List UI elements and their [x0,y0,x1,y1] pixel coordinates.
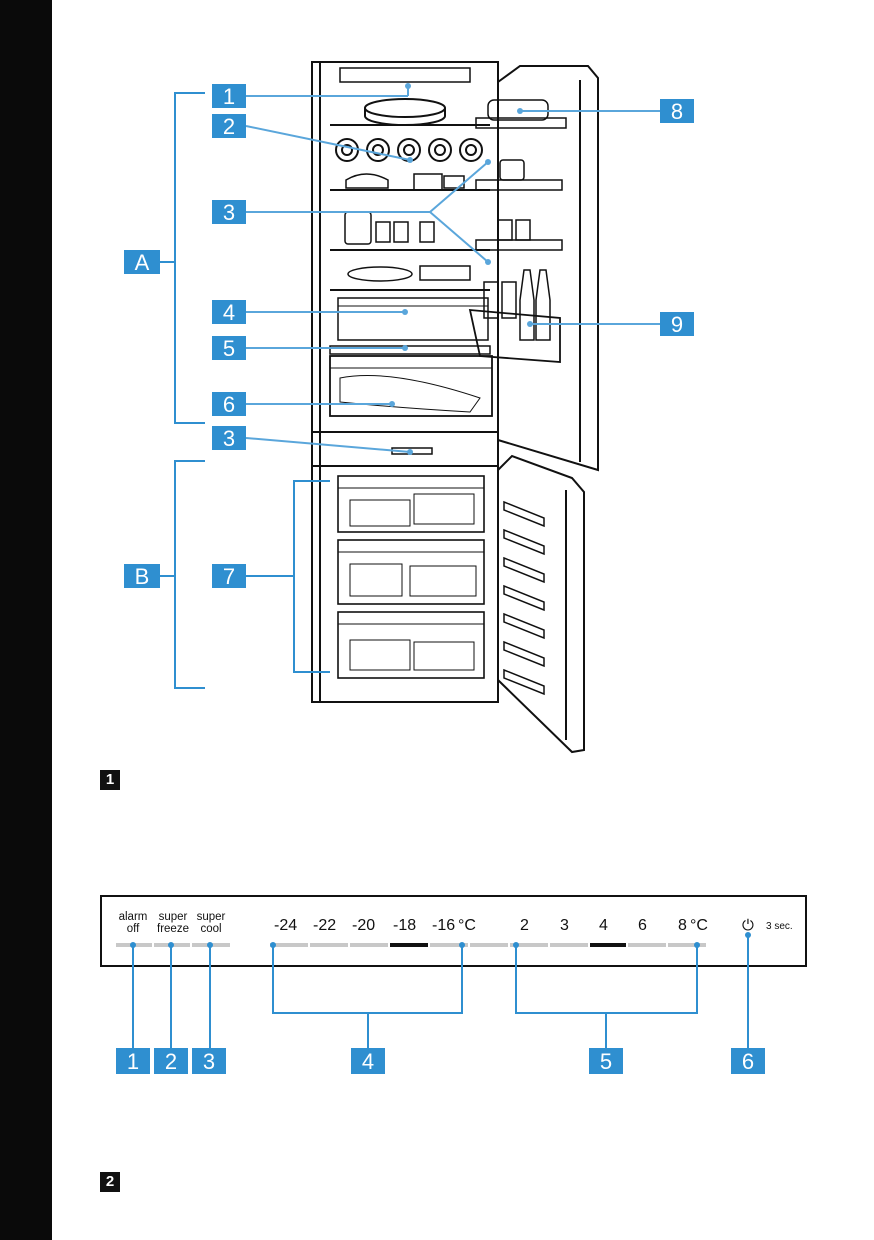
page-edge-bar [0,0,52,1240]
callout-1: 1 [212,84,246,109]
fridge-temp-2[interactable]: 2 [520,917,529,934]
freezer-temp--20[interactable]: -20 [352,917,376,934]
callout-5: 5 [212,336,246,361]
svg-text:5: 5 [223,336,235,361]
panel-callout-4: 4 [362,1049,374,1074]
callout-2: 2 [212,114,246,139]
svg-text:B: B [135,564,150,589]
group-label-a: A [124,250,160,275]
appliance-diagram: 1 2 3 4 5 6 3 7 8 9 A B [124,61,694,754]
freezer-temp--22[interactable]: -22 [313,917,337,934]
callout-6: 6 [212,392,246,417]
super-cool-button[interactable]: super cool [196,911,226,935]
group-brackets [160,92,330,689]
control-panel: alarm off super freeze super cool -24 -2… [100,895,807,967]
group-label-b: B [124,564,160,589]
callout-8: 8 [660,99,694,124]
super-freeze-button[interactable]: super freeze [157,911,189,935]
freezer-temp--16[interactable]: -16 [432,917,456,934]
callout-9: 9 [660,312,694,337]
panel-callout-5: 5 [600,1049,612,1074]
panel-callout-1: 1 [127,1049,139,1074]
power-hint: 3 sec. [766,921,793,932]
svg-text:2: 2 [223,114,235,139]
svg-text:7: 7 [223,564,235,589]
leader-lines [245,86,660,453]
callout-3: 3 [212,200,246,225]
svg-text:3: 3 [223,426,235,451]
callout-3b: 3 [212,426,246,451]
figure-1-mark: 1 [100,770,120,790]
freezer-unit: °C [458,917,476,934]
freezer-temp--18[interactable]: -18 [393,917,417,934]
svg-text:1: 1 [223,84,235,109]
callout-4: 4 [212,300,246,325]
svg-text:9: 9 [671,312,683,337]
fridge-temp-8[interactable]: 8 [678,917,687,934]
svg-text:A: A [135,250,150,275]
svg-text:4: 4 [223,300,235,325]
svg-text:3: 3 [223,200,235,225]
fridge-temp-4[interactable]: 4 [599,917,608,934]
figure-2-mark: 2 [100,1172,120,1192]
svg-text:6: 6 [223,392,235,417]
alarm-off-button[interactable]: alarm off [118,911,148,935]
callout-7: 7 [212,564,246,589]
freezer-temp--24[interactable]: -24 [274,917,298,934]
fridge-unit: °C [690,917,708,934]
freezer-selected-indicator [390,943,428,947]
panel-callout-3: 3 [203,1049,215,1074]
svg-text:8: 8 [671,99,683,124]
fridge-selected-indicator [590,943,626,947]
cabinet-outline [311,61,499,703]
panel-callout-6: 6 [742,1049,754,1074]
power-icon[interactable]: ⏻ [742,917,754,934]
callout-boxes: 1 2 3 4 5 6 3 7 8 9 A B [124,84,694,589]
fridge-temp-3[interactable]: 3 [560,917,569,934]
panel-callout-2: 2 [165,1049,177,1074]
fridge-temp-6[interactable]: 6 [638,917,647,934]
